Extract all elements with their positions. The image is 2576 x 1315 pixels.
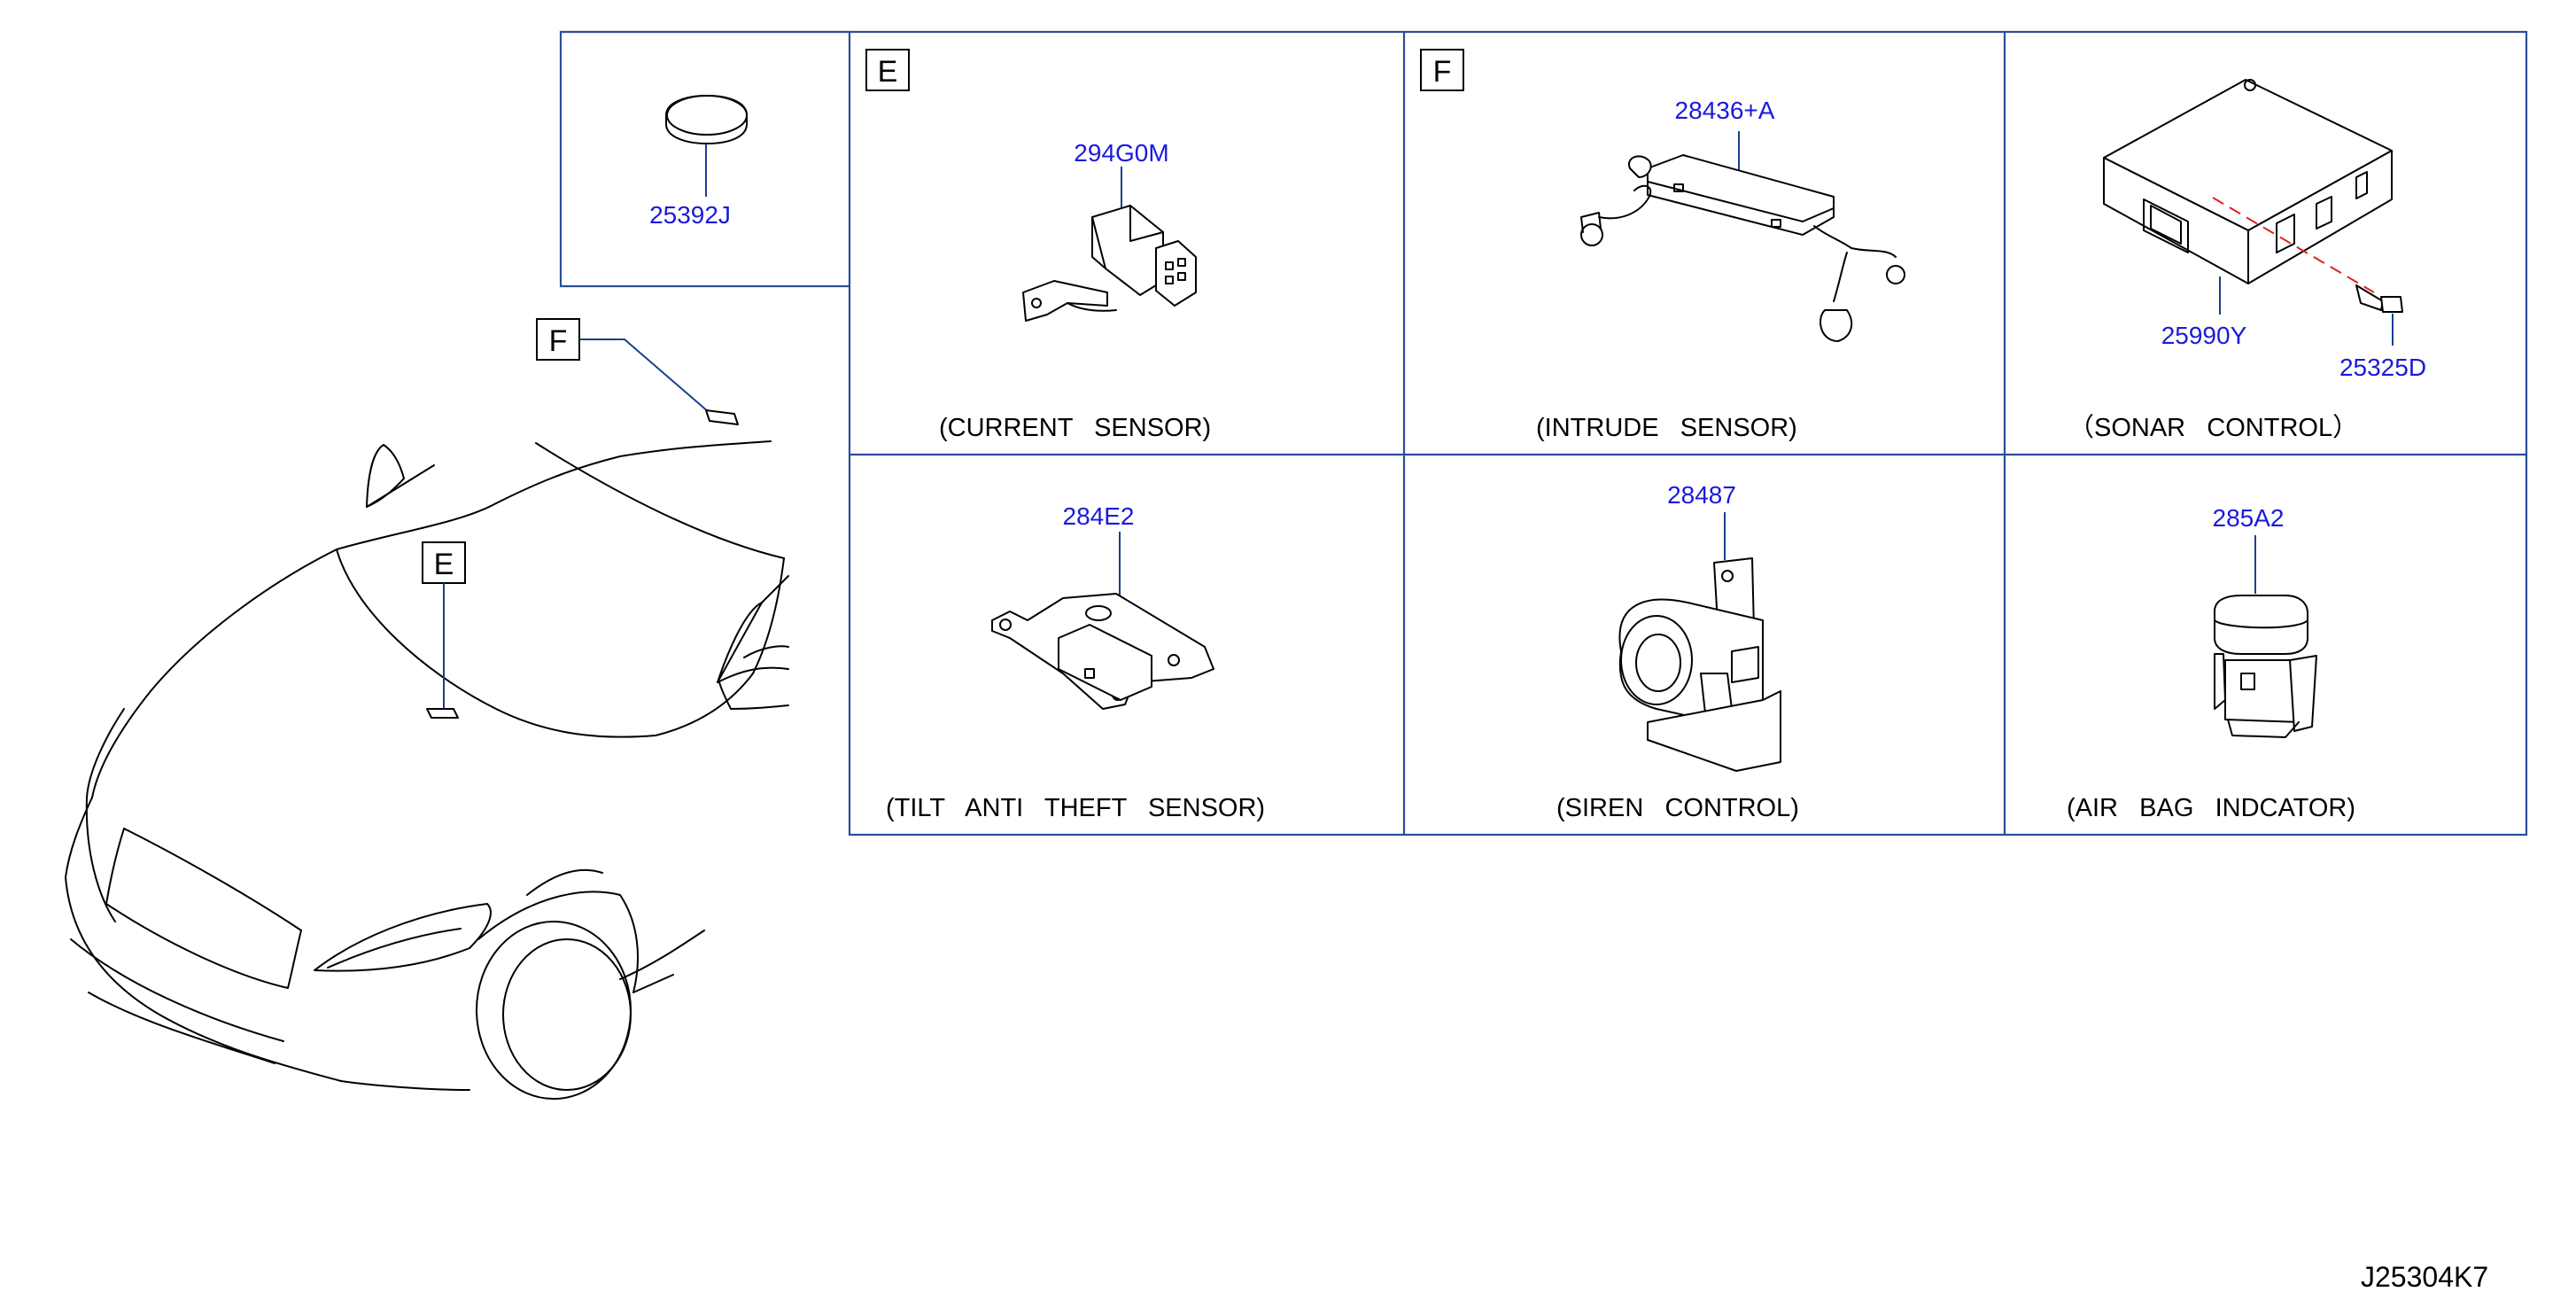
airbag-indicator-illustration (2214, 595, 2317, 738)
caption-tilt-sensor: (TILT ANTI THEFT SENSOR) (886, 794, 1265, 822)
caption-sonar-control: （SONAR CONTROL） (2068, 414, 2358, 442)
caption-airbag-indicator: (AIR BAG INDCATOR) (2067, 794, 2355, 822)
bolt-illustration (2355, 284, 2403, 313)
intrude-sensor-illustration (1580, 154, 1905, 342)
part-number-284e2: 284E2 (1063, 502, 1135, 530)
caption-intrude-sensor: (INTRUDE SENSOR) (1536, 414, 1797, 442)
panel-tilt-sensor: 284E2 (TILT ANTI THEFT SENSOR) (886, 502, 1265, 822)
panel-grid (559, 30, 2528, 836)
caption-current-sensor: (CURRENT SENSOR) (939, 414, 1211, 442)
panel-sonar-control: 25990Y 25325D （SONAR CONTROL） (2068, 79, 2426, 442)
panel-intrude-sensor: F 28436+A (INTRUDE SENSOR) (1420, 49, 1905, 442)
caption-siren-control: (SIREN CONTROL) (1556, 794, 1799, 822)
panel-cap: 25392J (649, 95, 748, 229)
siren-control-illustration (1618, 557, 1781, 772)
current-sensor-illustration (1022, 205, 1197, 322)
callout-f-vehicle: F (536, 318, 739, 425)
part-number-28487: 28487 (1667, 481, 1736, 509)
panel-airbag-indicator: 285A2 (AIR BAG INDCATOR) (2067, 504, 2355, 822)
part-number-25990y: 25990Y (2161, 322, 2247, 349)
part-number-285a2: 285A2 (2213, 504, 2285, 532)
drawing-number: J25304K7 (2361, 1261, 2488, 1293)
panel-current-sensor: E 294G0M (CURRENT SENSOR) (865, 49, 1211, 442)
ref-letter-e: E (434, 548, 454, 581)
panel-f-label: F (1433, 55, 1452, 89)
part-number-294g0m: 294G0M (1074, 139, 1168, 167)
panel-e-label: E (878, 55, 898, 89)
ref-letter-f: F (549, 324, 568, 358)
sonar-control-illustration (2103, 79, 2393, 284)
panel-siren-control: 28487 (SIREN CONTROL) (1556, 481, 1799, 822)
tilt-sensor-illustration (991, 593, 1214, 710)
cap-illustration (665, 95, 748, 144)
callout-e-vehicle: E (422, 541, 466, 719)
vehicle-front-outline (65, 440, 789, 1100)
part-number-25325d: 25325D (2339, 354, 2426, 381)
part-number-28436a: 28436+A (1675, 97, 1775, 124)
part-number-25392j: 25392J (649, 201, 731, 229)
